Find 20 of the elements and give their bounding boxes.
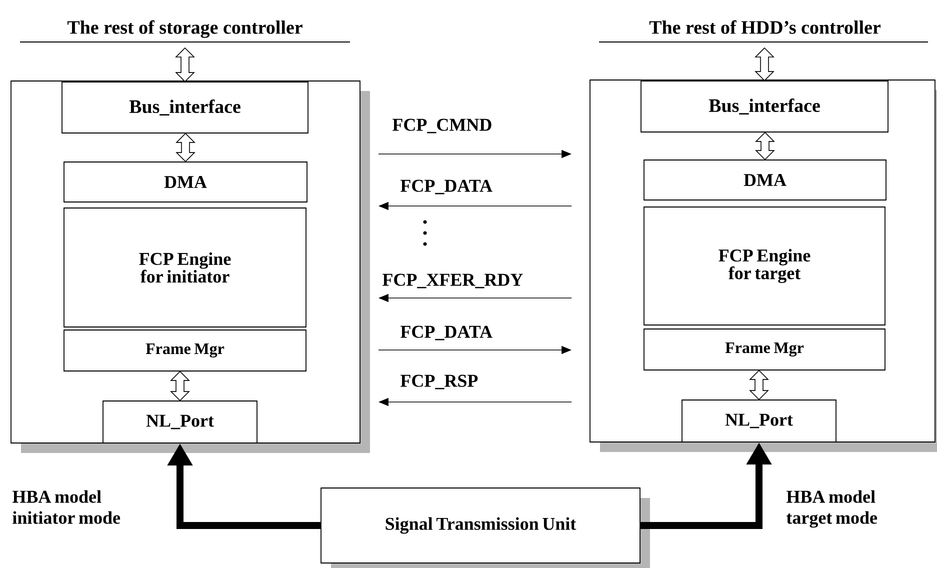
component-box: FCP Engine for target — [644, 206, 886, 326]
edge-label: HBA model target mode — [786, 490, 878, 528]
component-box: DMA — [64, 162, 308, 202]
component-box: DMA — [644, 160, 886, 200]
component-box: FCP Engine for initiator — [64, 208, 306, 328]
component-box: Frame Mgr — [644, 328, 886, 370]
component-box: Bus_interface — [62, 82, 308, 134]
edge-label: FCP_RSP — [400, 374, 478, 390]
edge-label: HBA model initiator mode — [12, 490, 120, 524]
edge-label: FCP_DATA — [400, 180, 492, 194]
heading: The rest of HDD’s controller — [598, 20, 928, 42]
component-box: Bus_interface — [640, 80, 888, 132]
edge-label: FCP_DATA — [400, 326, 492, 340]
component-box: NL_Port — [682, 400, 836, 442]
edge-label: FCP_XFER_RDY — [382, 274, 523, 288]
heading: The rest of storage controller — [20, 20, 350, 42]
component-box: NL_Port — [102, 400, 258, 444]
unit-box: Signal Transmission Unit — [320, 488, 650, 568]
component-box: Frame Mgr — [64, 330, 306, 372]
edge-label: FCP_CMND — [392, 118, 492, 134]
